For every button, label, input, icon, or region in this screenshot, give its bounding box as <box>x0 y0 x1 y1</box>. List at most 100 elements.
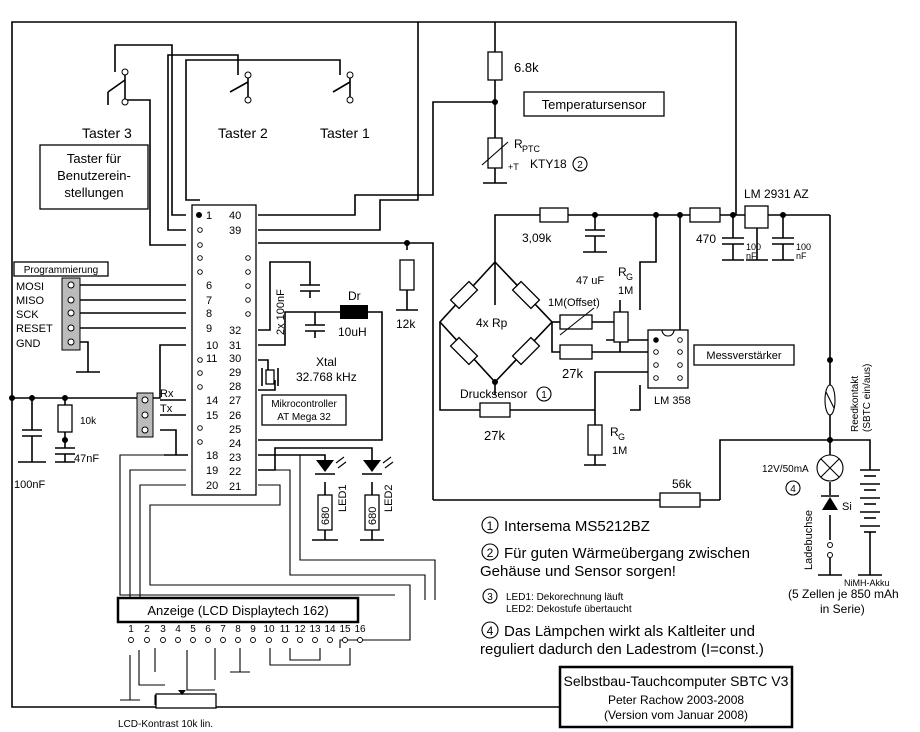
rx-label: Rx <box>160 388 174 400</box>
mcu-pin-23: 23 <box>229 452 241 464</box>
switch-contact-icon <box>244 96 252 104</box>
resistor-309k-icon <box>539 207 569 223</box>
lcd-pin-1: 1 <box>128 624 134 635</box>
mcu-pin-14: 14 <box>206 395 218 407</box>
note-circle-icon <box>481 543 499 561</box>
mcu-pin-25: 25 <box>229 424 241 436</box>
mcu-pin-7: 7 <box>206 295 212 307</box>
switch-contact-icon <box>121 68 129 76</box>
note-4-line1: Das Lämpchen wirkt als Kaltleiter und <box>504 623 755 640</box>
resistor-6k8-icon <box>487 51 503 81</box>
temperature-sensor-box <box>523 91 665 117</box>
resistor-309k-label: 3,09k <box>522 231 552 245</box>
mcu-pin-30: 30 <box>229 353 241 365</box>
taster-info-box <box>39 144 149 210</box>
mcu-pin-19: 19 <box>206 465 218 477</box>
reed-label-2: (SBTC ein/aus) <box>862 364 873 432</box>
mcu-pin-31: 31 <box>229 340 241 352</box>
prog-pin-mosi: MOSI <box>16 281 44 293</box>
note-4-number: 4 <box>487 624 494 638</box>
resistor-27k-mid-icon <box>559 344 593 360</box>
led2-icon <box>363 460 381 472</box>
programming-header: Programmierung MOSI MISO SCK RESET GND <box>13 261 109 351</box>
kty18-label: KTY18 <box>530 157 567 171</box>
resistor-470-icon <box>689 207 721 223</box>
mcu-pin-22: 22 <box>229 466 241 478</box>
schematic-version: (Version vom Januar 2008) <box>604 708 748 722</box>
programming-title-box <box>13 261 109 277</box>
resistor-27k-mid-label: 27k <box>562 366 583 381</box>
note-4-marker: 4 <box>790 484 796 495</box>
cap-47nf-label: 47nF <box>74 453 99 465</box>
plus-t-label: +T <box>508 162 519 172</box>
mcu-pin-15: 15 <box>206 410 218 422</box>
reed-contact-icon <box>824 384 836 416</box>
ptc-symbol: R <box>514 137 523 151</box>
title-block-box <box>558 665 794 729</box>
note-2-line1: Für guten Wärmeübergang zwischen <box>504 545 750 562</box>
mcu-pin-29: 29 <box>229 367 241 379</box>
push-buttons: Taster 3 Taster 2 Taster 1 Taster für Be… <box>39 68 370 210</box>
cap-100n-a-unit: nF <box>746 251 757 261</box>
bridge-resistor-icon <box>511 336 541 366</box>
lcd-pin-15: 15 <box>339 624 351 635</box>
bridge-label: 4x Rp <box>476 316 508 330</box>
caps-2x100nf-label: 2x 100nF <box>275 289 287 335</box>
prog-pin-miso: MISO <box>16 295 45 307</box>
led2-label: LED2 <box>383 484 395 512</box>
mcu-pin-39: 39 <box>229 225 241 237</box>
mcu-pin-20: 20 <box>206 480 218 492</box>
rg-top-resistor-icon <box>613 311 629 343</box>
note-2-line2: Gehäuse und Sensor sorgen! <box>480 563 676 580</box>
lcd-pin-7: 7 <box>220 624 226 635</box>
mcu-pin-6: 6 <box>206 280 212 292</box>
note-1-marker: 1 <box>541 390 547 401</box>
mcu-chip <box>191 204 257 496</box>
battery-label: NiMH-Akku <box>844 578 890 588</box>
note-4-circle-icon <box>785 480 801 496</box>
rg-top-symbol: R <box>618 265 627 279</box>
diode-label: Si <box>842 501 852 513</box>
note-circle-icon <box>481 621 499 639</box>
mcu-pin-8: 8 <box>206 308 212 320</box>
bridge-resistor-icon <box>449 336 479 366</box>
mcu-pin-28: 28 <box>229 381 241 393</box>
switch-contact-icon <box>244 71 252 79</box>
power-section: 470 LM 2931 AZ 100 nF 100 nF Reedkontakt… <box>659 187 899 616</box>
taster-1-label: Taster 1 <box>320 125 370 141</box>
mcu-label-line2: AT Mega 32 <box>277 412 331 423</box>
battery-icon <box>860 469 880 545</box>
resistor-12k-icon <box>399 259 415 291</box>
note-1-text: Intersema MS5212BZ <box>504 518 650 535</box>
regulator-label: LM 2931 AZ <box>744 187 809 201</box>
lcd-pin-6: 6 <box>205 624 211 635</box>
mcu-pin-24: 24 <box>229 438 241 450</box>
opamp-part-label: LM 358 <box>654 395 691 407</box>
note-2-number: 2 <box>487 546 494 560</box>
mcu-pin-11: 11 <box>206 353 217 365</box>
lcd-pin-11: 11 <box>280 624 291 635</box>
switch-contact-icon <box>121 98 129 106</box>
cap-100nf-label: 100nF <box>14 479 45 491</box>
crystal-icon <box>265 369 275 385</box>
inductor-icon <box>340 305 368 319</box>
lcd-pin-5: 5 <box>190 624 196 635</box>
cap-47uf-label: 47 uF <box>576 275 604 287</box>
mcu-pin-21: 21 <box>229 481 241 493</box>
led1-label: LED1 <box>337 484 349 512</box>
lcd-pin-3: 3 <box>160 624 166 635</box>
resistor-680-1-label: 680 <box>320 507 332 525</box>
resistor-680-2-icon <box>364 494 380 531</box>
mcu-label-line1: Mikrocontroller <box>271 399 337 410</box>
lcd-pin-9: 9 <box>250 624 256 635</box>
taster-info-line1: Taster für <box>67 151 122 166</box>
led1-icon <box>316 460 334 472</box>
offset-pot-label: 1M(Offset) <box>548 297 600 309</box>
pressure-sensor-label: Drucksensor <box>460 387 527 401</box>
note-3-line1: LED1: Dekorechnung läuft <box>506 592 624 603</box>
switch-contact-icon <box>346 96 354 104</box>
resistor-27k-bottom-label: 27k <box>484 428 505 443</box>
pressure-sensor: 3,09k 47 uF 4x Rp Drucksensor 1 27k 1M(O… <box>449 207 795 457</box>
resistor-680-1-icon <box>317 494 333 531</box>
